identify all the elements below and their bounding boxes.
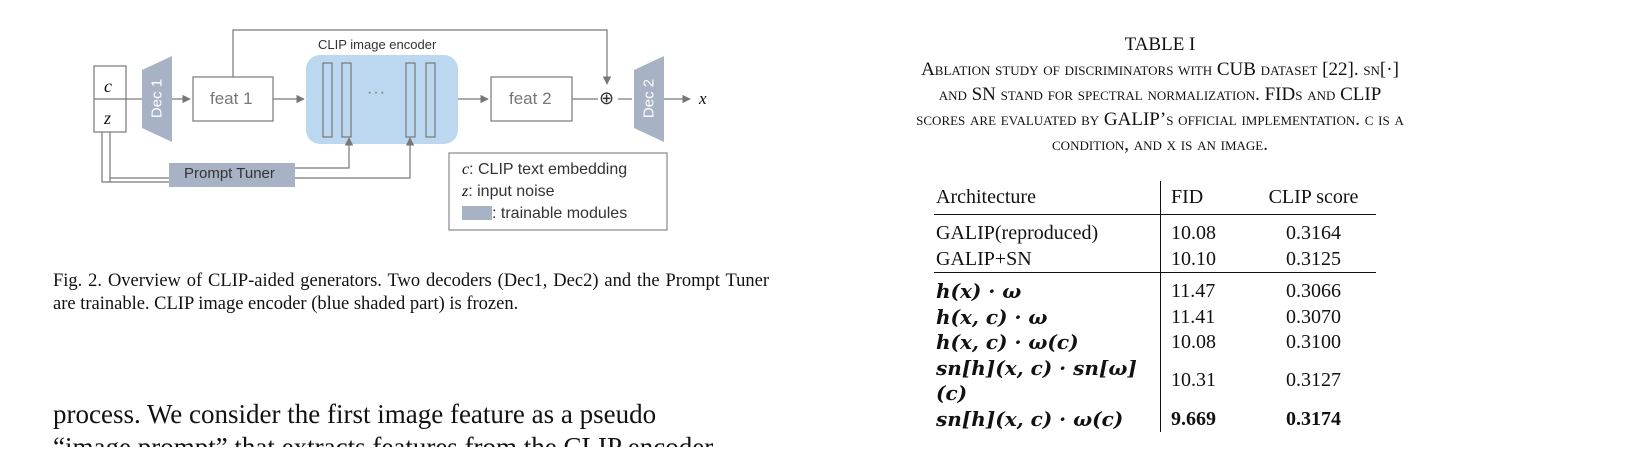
feat2-label: feat 2: [509, 89, 552, 108]
legend-z-symbol: z: [462, 183, 469, 200]
table-header-row: Architecture FID CLIP score: [934, 181, 1376, 215]
output-x-label: x: [699, 89, 707, 108]
table-title-line-4: condition, and x is an image.: [1052, 134, 1268, 155]
legend-trainable-text: : trainable modules: [492, 205, 628, 222]
diagram-lines: [93, 29, 691, 231]
body-line-1: process. We consider the first image fea…: [53, 399, 657, 429]
encoder-ellipsis: ···: [367, 84, 386, 101]
encoder-title: CLIP image encoder: [318, 37, 437, 52]
input-z-label: z: [104, 108, 112, 128]
table-row: sn[h](x, c) · sn[ω](c) 10.31 0.3127: [934, 355, 1376, 407]
figure-caption: Fig. 2. Overview of CLIP-aided generator…: [53, 271, 769, 314]
cell-arch: h(x, c) · ω: [936, 304, 1048, 329]
plus-icon: ⊕: [599, 88, 615, 108]
prompt-tuner-box: [169, 163, 295, 187]
legend-c-symbol: c: [462, 161, 470, 178]
body-paragraph: process. We consider the first image fea…: [53, 398, 769, 447]
ablation-table: Architecture FID CLIP score GALIP(reprod…: [934, 181, 1376, 432]
cell-arch: sn[h](x, c) · ω(c): [936, 406, 1124, 431]
legend-z-text: : input noise: [468, 183, 555, 200]
table-title-line-3: scores are evaluated by GALIP’s official…: [916, 109, 1404, 130]
cell-fid: 11.47: [1160, 272, 1251, 305]
dec1-label: Dec 1: [148, 78, 166, 119]
legend-swatch: [462, 206, 492, 220]
table-number: TABLE I: [1124, 34, 1196, 55]
header-fid: FID: [1160, 181, 1251, 215]
table-row: GALIP+SN 10.10 0.3125: [934, 246, 1376, 273]
cell-arch: GALIP+SN: [934, 246, 1161, 273]
table-row-best: sn[h](x, c) · ω(c) 9.669 0.3174: [934, 406, 1376, 432]
header-architecture: Architecture: [934, 181, 1161, 215]
table-title-line-1: Ablation study of discriminators with CU…: [921, 59, 1399, 80]
cell-clip: 0.3066: [1286, 280, 1341, 302]
table-row: h(x, c) · ω(c) 10.08 0.3100: [934, 330, 1376, 356]
architecture-diagram: c z Dec 1 feat 1 CLIP image encoder ··· …: [90, 28, 730, 253]
cell-clip: 0.3070: [1286, 305, 1341, 328]
cell-fid: 10.08: [1160, 330, 1251, 356]
feat1-label: feat 1: [210, 89, 253, 108]
cell-arch: h(x, c) · ω(c): [936, 330, 1079, 354]
cell-arch: h(x) · ω: [936, 279, 1022, 303]
cell-fid: 10.08: [1160, 214, 1251, 247]
table-row: h(x) · ω 11.47 0.3066: [934, 272, 1376, 305]
clip-encoder-block: [306, 55, 458, 144]
table-row: GALIP(reproduced) 10.08 0.3164: [934, 214, 1376, 247]
cell-fid-best: 9.669: [1160, 406, 1251, 432]
cell-arch: sn[h](x, c) · sn[ω](c): [936, 355, 1137, 406]
cell-arch: GALIP(reproduced): [936, 222, 1099, 244]
cell-fid: 10.10: [1160, 246, 1251, 273]
input-c-label: c: [104, 76, 112, 96]
cell-clip: 0.3125: [1251, 246, 1376, 273]
dec1-shape: [142, 56, 172, 142]
cell-clip: 0.3164: [1286, 222, 1341, 244]
dec2-shape: [634, 56, 664, 142]
cell-clip: 0.3127: [1286, 369, 1341, 392]
legend: c: CLIP text embedding z: input noise : …: [462, 159, 627, 225]
cell-fid: 11.41: [1160, 304, 1251, 330]
table-title-line-2: and SN stand for spectral normalization.…: [938, 84, 1382, 105]
table-row: h(x, c) · ω 11.41 0.3070: [934, 304, 1376, 330]
feat2-box: [490, 76, 573, 122]
header-clip-score: CLIP score: [1251, 181, 1376, 215]
table-caption: TABLE I Ablation study of discriminators…: [800, 32, 1520, 157]
legend-c-text: : CLIP text embedding: [469, 161, 628, 178]
dec2-label: Dec 2: [640, 78, 658, 119]
cell-fid: 10.31: [1160, 355, 1251, 407]
cell-clip: 0.3100: [1286, 331, 1341, 353]
body-line-2: “image prompt” that extracts features fr…: [53, 432, 714, 447]
cell-clip-best: 0.3174: [1286, 407, 1341, 430]
prompt-tuner-label: Prompt Tuner: [184, 165, 275, 182]
